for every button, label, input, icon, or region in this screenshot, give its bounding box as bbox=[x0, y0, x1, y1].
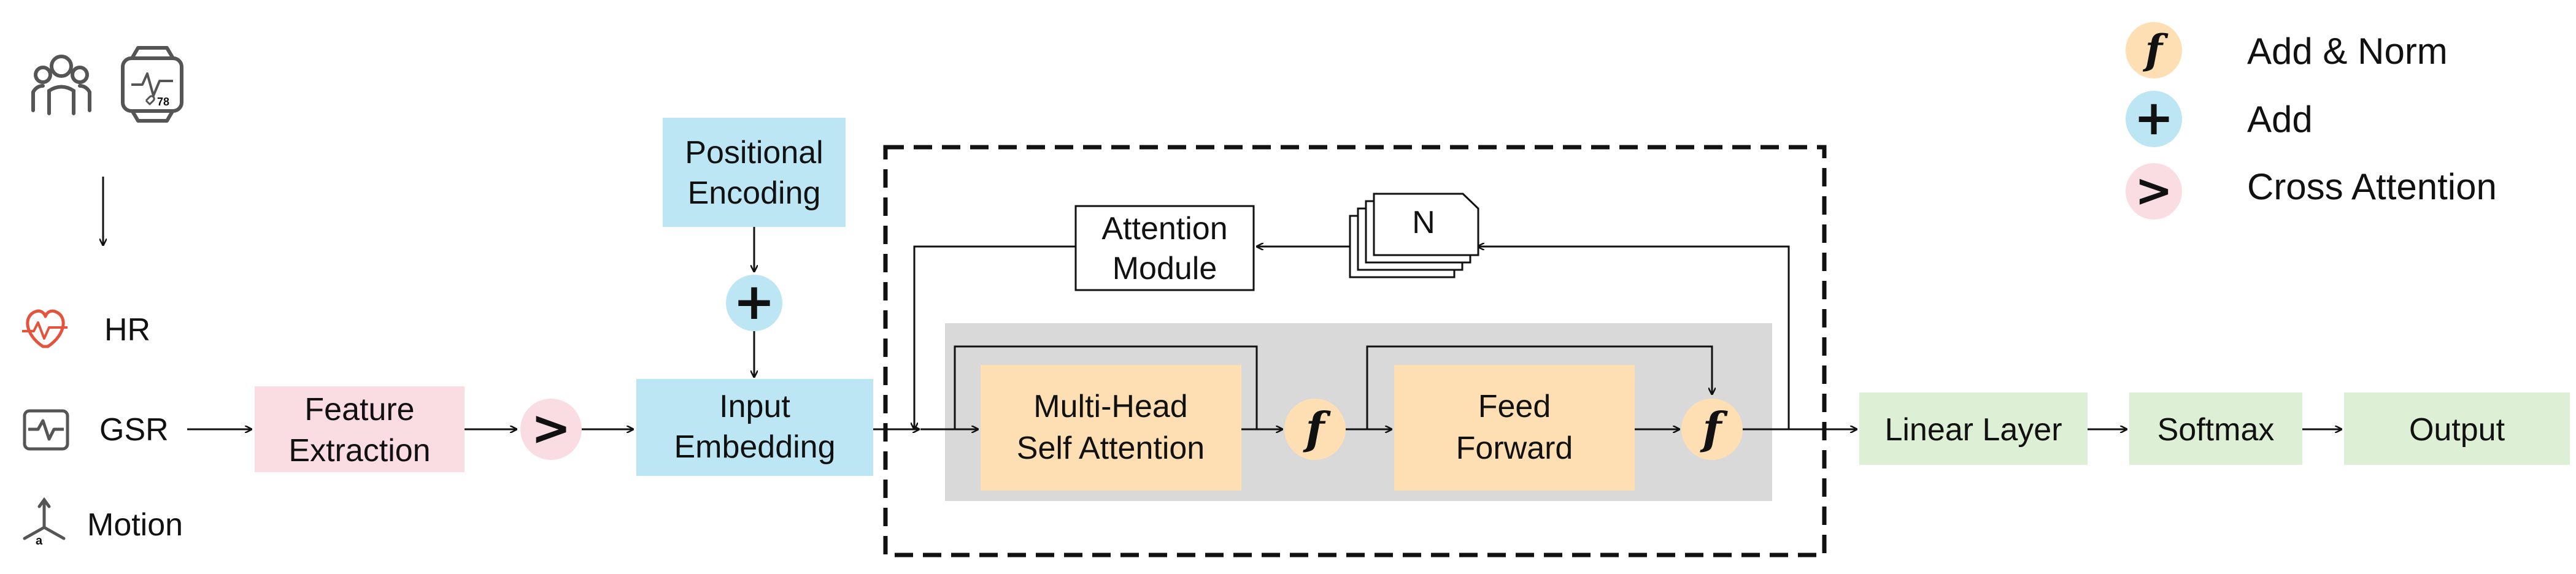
encoder-dashed-frame bbox=[883, 145, 1827, 557]
attention-module-line2: Module bbox=[1113, 251, 1217, 286]
multi-head-self-attention-block bbox=[981, 365, 1241, 491]
linear-layer-label: Linear Layer bbox=[1884, 412, 2062, 448]
attention-module-line1: Attention bbox=[1101, 211, 1227, 247]
feed-forward-line2: Forward bbox=[1456, 431, 1573, 466]
layer-stack-icon bbox=[1349, 193, 1479, 278]
mhsa-line1: Multi-Head bbox=[1033, 389, 1187, 424]
people-icon bbox=[31, 55, 91, 115]
softmax-label: Softmax bbox=[2158, 412, 2275, 448]
input-motion-label: Motion bbox=[87, 507, 183, 543]
heart-rate-icon bbox=[22, 309, 67, 348]
attention-module-to-encoder-arrow bbox=[914, 245, 1076, 429]
residual-connection-1 bbox=[954, 345, 1258, 429]
legend: f Add & Norm + Add > Cross Attention bbox=[2126, 22, 2497, 220]
svg-text:a: a bbox=[36, 534, 43, 548]
legend-add-label: Add bbox=[2247, 99, 2313, 140]
svg-text:78: 78 bbox=[157, 96, 169, 108]
residual-connection-2 bbox=[1366, 345, 1712, 429]
add-node bbox=[726, 275, 782, 331]
gsr-icon bbox=[23, 409, 69, 451]
legend-add-norm-label: Add & Norm bbox=[2247, 31, 2448, 72]
positional-encoding-line1: Positional bbox=[685, 135, 823, 170]
mhsa-line2: Self Attention bbox=[1017, 431, 1205, 466]
legend-add-symbol: + bbox=[2134, 91, 2173, 146]
feed-forward-block bbox=[1394, 365, 1635, 491]
input-hr-label: HR bbox=[104, 312, 150, 348]
legend-cross-attention-swatch bbox=[2126, 163, 2182, 220]
add-norm-node-1 bbox=[1284, 399, 1346, 460]
motion-axes-icon: a bbox=[23, 497, 66, 548]
smartwatch-icon: 78 bbox=[121, 46, 183, 123]
cross-attention-symbol: > bbox=[531, 401, 571, 456]
input-embedding-line2: Embedding bbox=[674, 429, 835, 465]
feature-extraction-block bbox=[255, 386, 465, 472]
layer-stack-label: N bbox=[1412, 205, 1435, 240]
output-label: Output bbox=[2409, 412, 2505, 448]
feature-extraction-line1: Feature bbox=[304, 392, 414, 427]
legend-cross-attention-symbol: > bbox=[2135, 164, 2173, 217]
linear-layer-block bbox=[1859, 392, 2088, 465]
cross-attention-node bbox=[520, 399, 582, 460]
input-embedding-block bbox=[636, 379, 873, 476]
feature-extraction-line2: Extraction bbox=[288, 433, 430, 469]
legend-add-swatch bbox=[2126, 91, 2182, 147]
legend-cross-attention-label: Cross Attention bbox=[2247, 166, 2497, 207]
output-block bbox=[2344, 392, 2570, 465]
positional-encoding-block bbox=[663, 118, 846, 227]
feed-forward-line1: Feed bbox=[1478, 389, 1551, 424]
input-gsr-label: GSR bbox=[99, 412, 169, 448]
attention-module-block bbox=[1074, 205, 1255, 291]
positional-encoding-line2: Encoding bbox=[688, 175, 821, 211]
loop-to-stack-arrow bbox=[1478, 247, 1790, 429]
input-embedding-line1: Input bbox=[719, 389, 790, 424]
softmax-block bbox=[2129, 392, 2302, 465]
add-norm-node-2 bbox=[1681, 399, 1743, 460]
add-node-symbol: + bbox=[733, 273, 776, 331]
legend-add-norm-swatch bbox=[2126, 22, 2182, 78]
